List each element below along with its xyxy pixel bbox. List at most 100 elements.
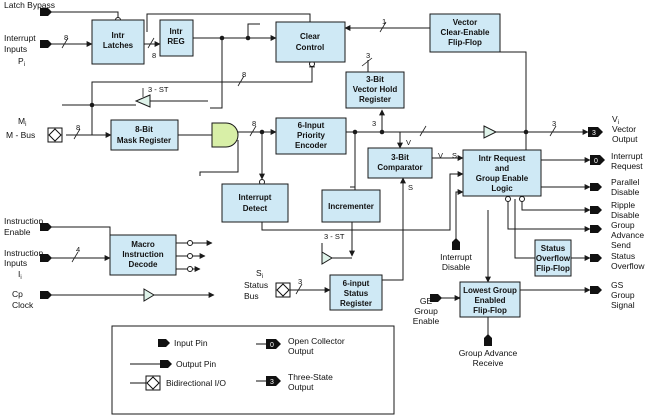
svg-text:Interrupt: Interrupt [611,151,643,161]
status-bus-bidirectional-pin [275,282,291,298]
svg-text:3: 3 [552,119,556,128]
status-tristate-buffer [321,251,333,265]
svg-text:3 - ST: 3 - ST [324,232,345,241]
group-advance-receive-pin [484,334,492,346]
svg-text:Inputs: Inputs [4,258,27,268]
svg-text:Register: Register [340,299,372,308]
ripple-disable-pin [590,206,602,214]
status-register-block: 6-input Status Register [329,274,383,311]
svg-text:Group Enable: Group Enable [476,174,529,183]
lowest-group-ff-block: Lowest Group Enabled Flip-Flop [459,281,521,318]
svg-text:Bidirectional I/O: Bidirectional I/O [166,378,226,388]
svg-text:V: V [438,151,443,160]
svg-text:0: 0 [594,158,598,165]
comparator-block: 3-Bit Comparator [367,147,433,179]
bus-labels: 8 8 8 8 8 4 3 3 3 3 1 3 - ST 3 - ST V V … [64,17,556,286]
svg-text:Group: Group [611,290,635,300]
svg-text:8: 8 [64,33,68,42]
s-label: Si [256,268,263,280]
legend-input-pin [158,339,170,347]
i-label: Ii [18,269,22,281]
svg-text:Interrupt: Interrupt [4,33,36,43]
latch-bypass-input-pin [40,8,52,16]
feedback-tristate-buffer [134,94,151,108]
parallel-disable-pin [590,183,602,191]
svg-text:8: 8 [152,51,156,60]
svg-text:Vector Hold: Vector Hold [353,85,398,94]
svg-text:Encoder: Encoder [295,141,327,150]
pins: 3 0 [40,8,605,346]
svg-text:8: 8 [76,123,80,132]
svg-text:3: 3 [366,51,370,60]
svg-text:Mask Register: Mask Register [117,136,171,145]
clock-buffer [143,288,155,302]
and-gate [211,122,239,148]
svg-text:3: 3 [372,119,376,128]
svg-text:Priority: Priority [297,131,326,140]
logic-bubble-1 [505,196,511,202]
svg-text:Input Pin: Input Pin [174,338,208,348]
svg-text:Three-State: Three-State [288,372,333,382]
svg-text:Decode: Decode [129,260,158,269]
svg-text:Overflow: Overflow [611,261,645,271]
svg-text:V: V [406,138,411,147]
svg-text:Logic: Logic [491,184,513,193]
svg-text:Status: Status [541,244,566,253]
svg-text:Intr: Intr [170,27,183,36]
vector-hold-register-block: 3-Bit Vector Hold Register [345,71,405,109]
clear-control-block: Clear Control [275,21,346,63]
svg-text:Cp: Cp [12,289,23,299]
legend-bidirectional-pin [130,375,161,391]
svg-text:Clear-Enable: Clear-Enable [441,28,490,37]
svg-text:Bus: Bus [244,291,259,301]
svg-text:Intr: Intr [112,31,125,40]
svg-text:Flip-Flop: Flip-Flop [448,38,482,47]
interrupt-detect-block: Interrupt Detect [221,183,289,223]
svg-text:8: 8 [252,119,256,128]
svg-text:Open Collector: Open Collector [288,336,345,346]
svg-text:3: 3 [270,379,274,386]
intr-latches-block: Intr Latches [91,19,145,65]
svg-text:Intr Request: Intr Request [479,154,526,163]
priority-encoder-block: 6-Input Priority Encoder [275,117,347,155]
group-advance-send-pin [590,225,602,233]
svg-text:Group: Group [414,306,438,316]
intr-reg-block: Intr REG [159,19,194,57]
svg-text:Signal: Signal [611,300,635,310]
svg-text:3 - ST: 3 - ST [148,85,169,94]
signal-labels: Latch Bypass Interrupt Inputs Pi Mi M - … [4,0,645,368]
svg-text:0: 0 [270,342,274,349]
interrupt-disable-pin [452,238,460,250]
vector-output-buffer [483,125,498,139]
status-overflow-pin [590,254,602,262]
svg-text:Vector: Vector [453,18,477,27]
m-label: Mi [18,116,26,128]
svg-text:Detect: Detect [243,204,268,213]
svg-text:Clock: Clock [12,300,34,310]
legend-open-collector-pin: 0 [256,339,281,349]
svg-text:8: 8 [242,70,246,79]
svg-text:Vector: Vector [612,124,636,134]
svg-text:Ripple: Ripple [611,200,635,210]
gs-group-signal-pin [590,286,602,294]
legend-three-state-pin: 3 [256,376,281,386]
svg-text:4: 4 [76,245,80,254]
wires [50,11,591,338]
svg-text:Inputs: Inputs [4,44,27,54]
decode-dot-3 [187,266,193,272]
svg-text:Instruction: Instruction [4,248,43,258]
svg-text:Advance: Advance [611,230,644,240]
intr-request-logic-block: Intr Request and Group Enable Logic [462,149,542,197]
svg-text:Output: Output [288,346,314,356]
svg-text:Receive: Receive [473,358,504,368]
interrupt-input-pin [40,40,52,48]
svg-text:Lowest Group: Lowest Group [463,286,517,295]
svg-text:Register: Register [359,95,391,104]
svg-text:6-input: 6-input [343,279,370,288]
incrementer-block: Incrementer [321,189,381,223]
instruction-input-pin [40,254,52,262]
svg-text:Enable: Enable [4,227,31,237]
svg-text:Comparator: Comparator [377,163,422,172]
svg-text:Latches: Latches [103,41,134,50]
